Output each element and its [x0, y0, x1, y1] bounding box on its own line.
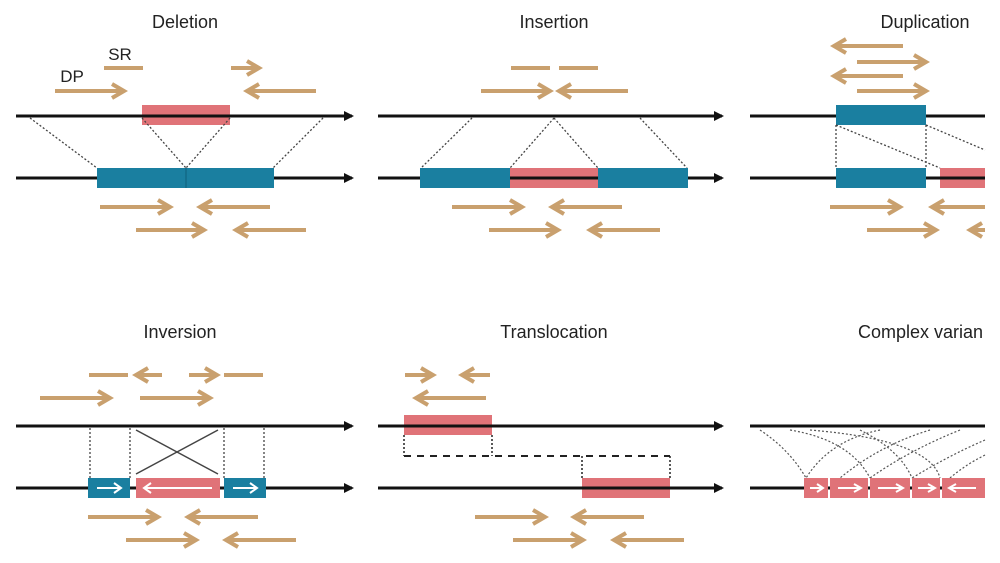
panel-title: Deletion: [152, 12, 218, 32]
blue-segment: [836, 168, 926, 188]
read-arrow: [136, 221, 208, 239]
read-arrow: [412, 389, 486, 407]
read-arrow: [830, 67, 903, 85]
read-arrow: [830, 198, 904, 216]
blue-segment: [598, 168, 688, 188]
panel-insertion: Insertion: [378, 12, 724, 239]
reverse-arrow-icon: [946, 483, 976, 493]
forward-arrow-icon: [97, 482, 123, 494]
read-arrow: [570, 508, 644, 526]
read-arrow: [481, 82, 554, 100]
panel-title: Translocation: [500, 322, 607, 342]
panel-complex: Complex varian: [750, 322, 986, 498]
read-arrow: [405, 366, 437, 384]
breakpoint-connectors: [420, 117, 688, 169]
panel-title: Insertion: [519, 12, 588, 32]
panel-title: Complex varian: [858, 322, 983, 342]
breakpoint-connectors: [89, 428, 265, 478]
discordant-pair-label: DP: [60, 67, 84, 86]
read-arrow: [548, 198, 622, 216]
split-read-label: SR: [108, 45, 132, 64]
read-arrow: [126, 531, 200, 549]
panel-deletion: Deletion SR DP: [16, 12, 354, 239]
reverse-arrow-icon: [142, 482, 212, 494]
read-arrow: [513, 531, 587, 549]
breakpoint-connectors: [835, 124, 986, 169]
read-arrow: [555, 82, 628, 100]
read-arrow: [55, 82, 128, 100]
read-arrow: [140, 389, 214, 407]
read-arrow: [867, 221, 940, 239]
read-arrow: [132, 366, 162, 384]
read-arrow: [222, 531, 296, 549]
read-arrow: [857, 53, 930, 71]
rearrangement-curves: [759, 429, 986, 479]
read-arrow: [40, 389, 114, 407]
forward-arrow-icon: [810, 483, 825, 493]
read-arrow: [830, 37, 903, 55]
panel-title: Duplication: [880, 12, 969, 32]
forward-arrow-icon: [838, 483, 864, 493]
read-arrow: [966, 221, 985, 239]
read-arrow: [489, 221, 562, 239]
read-arrow: [100, 198, 174, 216]
read-arrow: [610, 531, 684, 549]
read-arrow: [184, 508, 258, 526]
blue-segment: [420, 168, 510, 188]
breakpoint-connectors: [29, 117, 324, 169]
read-arrow: [189, 366, 221, 384]
read-arrow: [928, 198, 985, 216]
panel-duplication: Duplication: [750, 12, 986, 239]
read-arrow: [231, 59, 263, 77]
duplicated-segment: [836, 105, 926, 125]
read-arrow: [196, 198, 270, 216]
panel-title: Inversion: [143, 322, 216, 342]
forward-arrow-icon: [918, 483, 938, 493]
forward-arrow-icon: [878, 483, 906, 493]
panel-inversion: Inversion: [16, 322, 354, 549]
panel-translocation: Translocation: [378, 322, 724, 549]
inversion-cross: [135, 429, 219, 475]
read-arrow: [452, 198, 526, 216]
read-arrow: [586, 221, 660, 239]
read-arrow: [243, 82, 316, 100]
read-arrow: [88, 508, 162, 526]
read-arrow: [232, 221, 306, 239]
read-arrow: [475, 508, 549, 526]
read-arrow: [857, 82, 930, 100]
forward-arrow-icon: [233, 482, 259, 494]
read-arrow: [458, 366, 490, 384]
translocation-path: [403, 435, 671, 478]
